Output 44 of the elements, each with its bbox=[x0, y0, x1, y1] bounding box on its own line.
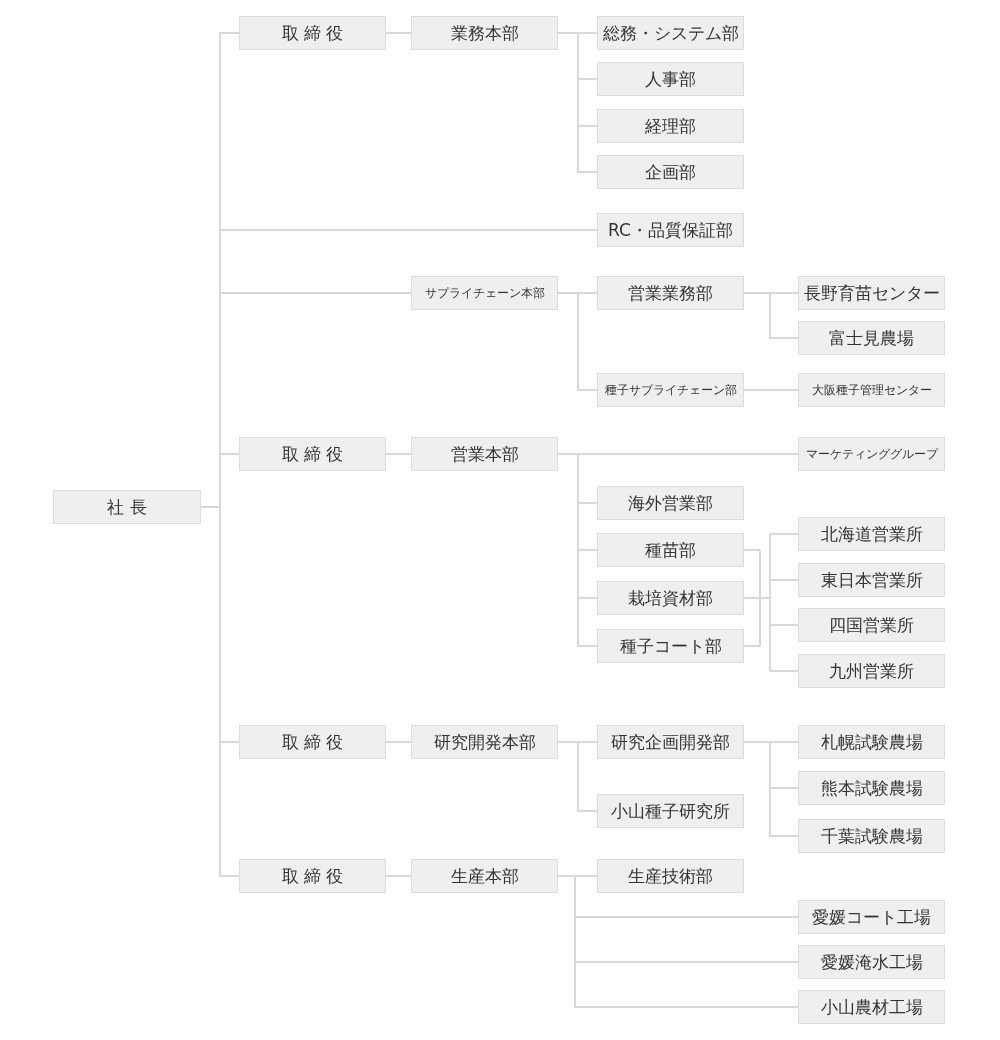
org-box: 北海道営業所 bbox=[798, 517, 945, 551]
org-box: 富士見農場 bbox=[798, 321, 945, 355]
org-box: 愛媛淹水工場 bbox=[798, 945, 945, 979]
org-box: 四国営業所 bbox=[798, 608, 945, 642]
org-box: 取 締 役 bbox=[239, 859, 386, 893]
org-box: 研究企画開発部 bbox=[597, 725, 744, 759]
org-box: 生産技術部 bbox=[597, 859, 744, 893]
org-box: 小山農材工場 bbox=[798, 990, 945, 1024]
org-box: 取 締 役 bbox=[239, 16, 386, 50]
org-box: 人事部 bbox=[597, 62, 744, 96]
org-box: 札幌試験農場 bbox=[798, 725, 945, 759]
org-box: 熊本試験農場 bbox=[798, 771, 945, 805]
org-box: 取 締 役 bbox=[239, 725, 386, 759]
org-box: 長野育苗センター bbox=[798, 276, 945, 310]
org-box: 取 締 役 bbox=[239, 437, 386, 471]
connector-line bbox=[385, 453, 412, 455]
org-box: 愛媛コート工場 bbox=[798, 900, 945, 934]
org-box: マーケティンググループ bbox=[798, 437, 945, 471]
org-box: 小山種子研究所 bbox=[597, 794, 744, 828]
connector-line bbox=[385, 741, 412, 743]
org-box: 総務・システム部 bbox=[597, 16, 744, 50]
connector-line bbox=[743, 533, 799, 672]
org-box: 東日本営業所 bbox=[798, 563, 945, 597]
org-box: 九州営業所 bbox=[798, 654, 945, 688]
org-box: 種子コート部 bbox=[597, 629, 744, 663]
org-box: 営業本部 bbox=[411, 437, 558, 471]
connector-line bbox=[743, 389, 799, 391]
org-box: 種子サプライチェーン部 bbox=[597, 373, 744, 407]
org-box: RC・品質保証部 bbox=[597, 213, 744, 247]
org-box: サプライチェーン本部 bbox=[411, 276, 558, 310]
org-box: 種苗部 bbox=[597, 533, 744, 567]
org-box: 大阪種子管理センター bbox=[798, 373, 945, 407]
org-box: 海外営業部 bbox=[597, 486, 744, 520]
connector-line bbox=[385, 32, 412, 34]
org-box: 経理部 bbox=[597, 109, 744, 143]
org-box: 研究開発本部 bbox=[411, 725, 558, 759]
org-box: 業務本部 bbox=[411, 16, 558, 50]
org-box: 生産本部 bbox=[411, 859, 558, 893]
org-box: 千葉試験農場 bbox=[798, 819, 945, 853]
org-box: 営業業務部 bbox=[597, 276, 744, 310]
connector-line bbox=[385, 875, 412, 877]
org-box: 栽培資材部 bbox=[597, 581, 744, 615]
org-box: 企画部 bbox=[597, 155, 744, 189]
org-box: 社 長 bbox=[53, 490, 201, 524]
